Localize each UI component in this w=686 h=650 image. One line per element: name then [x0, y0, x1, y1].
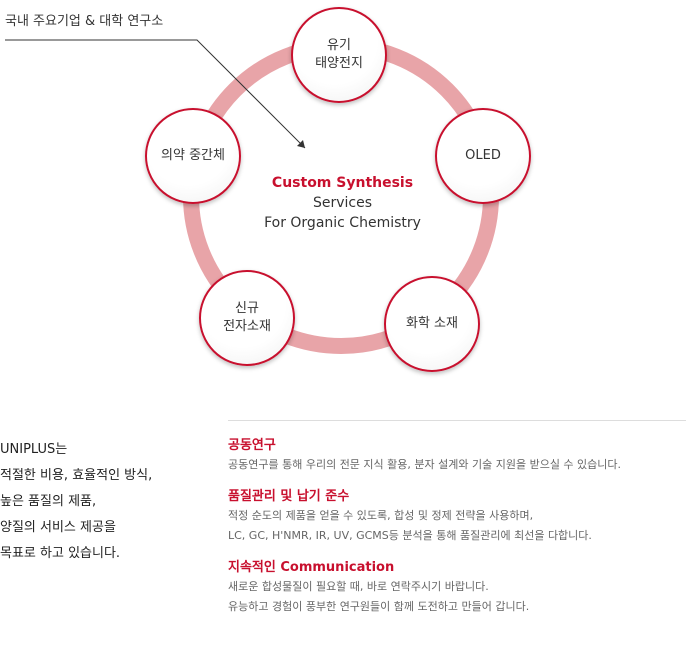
node-oled: OLED — [435, 108, 531, 204]
center-text: Custom Synthesis Services For Organic Ch… — [220, 173, 465, 233]
center-subtitle: Services — [312, 195, 373, 211]
section-divider — [228, 420, 686, 421]
section-quality-delivery: 품질관리 및 납기 준수 적정 순도의 제품을 얻을 수 있도록, 합성 및 정… — [228, 488, 686, 546]
summary-line: 높은 품질의 제품, — [0, 494, 97, 509]
section-text: 적정 순도의 제품을 얻을 수 있도록, 합성 및 정제 전략을 사용하며, — [228, 509, 534, 522]
synthesis-diagram: 국내 주요기업 & 대학 연구소 유기 태양전지 OLED 화학 소재 신규 전… — [5, 7, 531, 372]
section-title: 지속적인 Communication — [228, 560, 395, 575]
summary-line: UNIPLUS는 — [0, 442, 68, 457]
callout-arrowhead — [297, 140, 305, 148]
node-pharma-intermediate: 의약 중간체 — [145, 108, 241, 204]
node-new-electronic-material: 신규 전자소재 — [199, 270, 295, 366]
summary-line: 목표로 하고 있습니다. — [0, 546, 121, 561]
service-sections: 공동연구 공동연구를 통해 우리의 전문 지식 활용, 분자 설계와 기술 지원… — [228, 437, 686, 630]
node-chemical-material: 화학 소재 — [384, 276, 480, 372]
section-communication: 지속적인 Communication 새로운 합성물질이 필요할 때, 바로 연… — [228, 559, 686, 617]
summary-line: 적절한 비용, 효율적인 방식, — [0, 468, 153, 483]
summary-line: 양질의 서비스 제공을 — [0, 520, 116, 535]
section-text: 유능하고 경험이 풍부한 연구원들이 함께 도전하고 만들어 갑니다. — [228, 600, 530, 613]
node-organic-solar-cell: 유기 태양전지 — [291, 7, 387, 103]
section-text: 공동연구를 통해 우리의 전문 지식 활용, 분자 설계와 기술 지원을 받으실… — [228, 458, 622, 471]
company-summary: UNIPLUS는 적절한 비용, 효율적인 방식, 높은 품질의 제품, 양질의… — [0, 437, 215, 567]
center-title: Custom Synthesis — [271, 175, 414, 191]
section-title: 공동연구 — [228, 438, 276, 453]
center-subtitle-2: For Organic Chemistry — [264, 215, 421, 231]
callout-leader — [5, 39, 306, 149]
callout-label: 국내 주요기업 & 대학 연구소 — [5, 14, 164, 29]
section-text: 새로운 합성물질이 필요할 때, 바로 연락주시기 바랍니다. — [228, 580, 489, 593]
section-title: 품질관리 및 납기 준수 — [228, 489, 350, 504]
section-joint-research: 공동연구 공동연구를 통해 우리의 전문 지식 활용, 분자 설계와 기술 지원… — [228, 437, 686, 475]
section-text: LC, GC, H'NMR, IR, UV, GCMS등 분석을 통해 품질관리… — [228, 529, 592, 542]
